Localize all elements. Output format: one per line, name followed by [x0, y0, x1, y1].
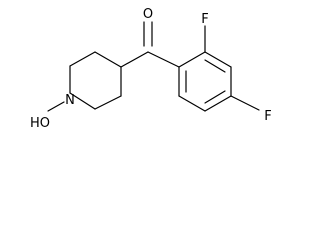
- bond-c4-c3: [94, 51, 122, 68]
- piperidine-ring: [69, 51, 122, 110]
- oxygen-label: O: [143, 7, 153, 22]
- para-fluorine-label: F: [264, 109, 271, 124]
- nitrogen-label: N: [65, 93, 75, 108]
- aryl-bond-2: [204, 51, 232, 68]
- fluorine-bonds: [204, 25, 260, 111]
- bond-piperidine-carbonyl: [120, 51, 149, 68]
- bond-n-o: [47, 101, 65, 112]
- bond-carbonyl-aryl: [147, 51, 180, 68]
- hydroxy-label: HO: [30, 116, 50, 131]
- aryl-inner-double-bond-bottom: [204, 90, 226, 104]
- aryl-bond-1: [178, 51, 206, 68]
- bond-c6-c5: [94, 95, 122, 110]
- chemical-structure-diagram: O F F N HO: [30, 7, 272, 131]
- difluorophenyl-ring: [178, 51, 232, 112]
- ortho-fluorine-label: F: [201, 12, 208, 27]
- n-hydroxy-bond: [47, 101, 65, 112]
- aryl-bond-4: [204, 95, 232, 112]
- aryl-bond-5: [178, 95, 206, 112]
- bond-para-fluorine: [230, 95, 260, 111]
- ketone-linker: [120, 21, 180, 68]
- bond-n1-c6: [69, 92, 96, 110]
- aryl-inner-double-bond-top: [204, 59, 226, 73]
- bond-c3-c2: [69, 51, 96, 67]
